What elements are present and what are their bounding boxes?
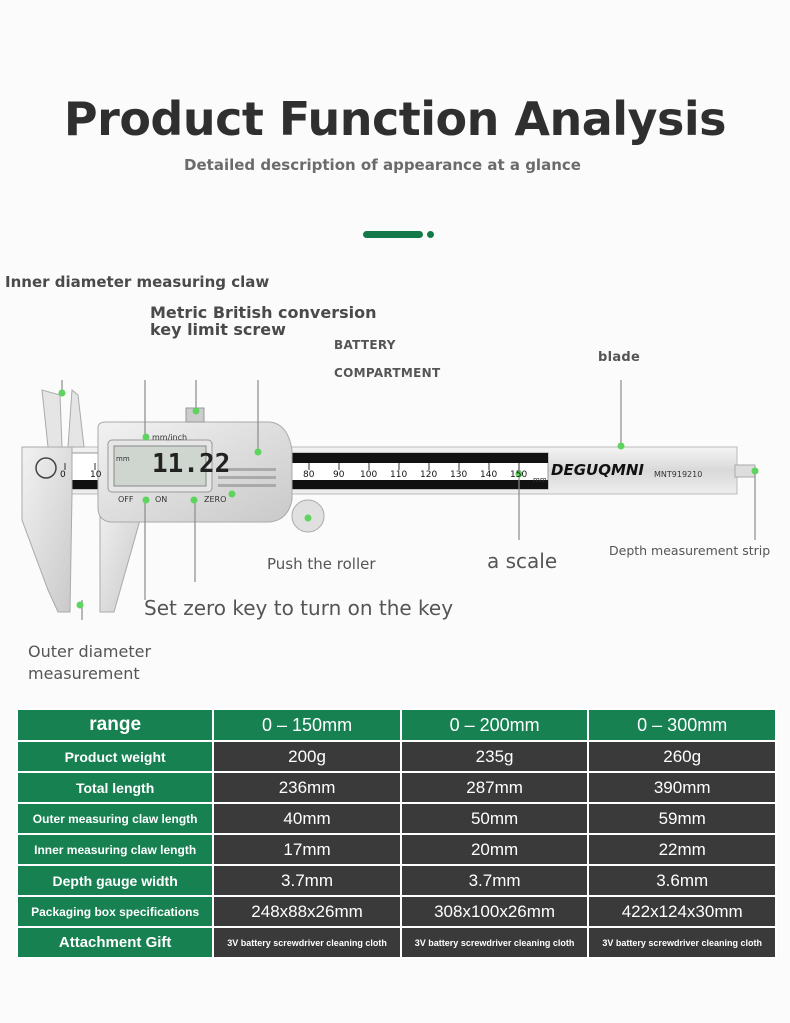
cell: 3.6mm: [587, 864, 777, 897]
scale-tick: 80: [303, 470, 315, 480]
cell: 3.7mm: [399, 864, 590, 897]
scale-tick: 150: [510, 470, 528, 480]
model-number: MNT919210: [654, 470, 703, 479]
row-label: Depth gauge width: [15, 864, 215, 897]
cell: 235g: [399, 740, 590, 773]
caliper-illustration: [21, 380, 759, 620]
label-scale: a scale: [487, 549, 558, 573]
scale-tick: 130: [450, 470, 468, 480]
table-row: Total length 236mm 287mm 390mm: [15, 771, 777, 804]
header-range: range: [15, 708, 215, 742]
table-row: Packaging box specifications 248x88x26mm…: [15, 895, 777, 928]
label-metric-line1: Metric British conversion: [150, 303, 377, 322]
scale-tick: 110: [390, 470, 408, 480]
cell: 40mm: [212, 802, 402, 835]
row-label: Inner measuring claw length: [15, 833, 215, 866]
label-inner-claw: Inner diameter measuring claw: [5, 273, 270, 291]
label-zero-key: Set zero key to turn on the key: [144, 596, 454, 620]
cell: 22mm: [587, 833, 777, 866]
row-label: Packaging box specifications: [15, 895, 215, 928]
cell: 3V battery screwdriver cleaning cloth: [212, 926, 402, 959]
row-label: Outer measuring claw length: [15, 802, 215, 835]
cell: 422x124x30mm: [587, 895, 777, 928]
scale-tick: 120: [420, 470, 438, 480]
cell: 287mm: [399, 771, 590, 804]
label-push-roller: Push the roller: [267, 555, 376, 573]
row-label: Total length: [15, 771, 215, 804]
cell: 248x88x26mm: [212, 895, 402, 928]
brand-logo-text: DEGUQMNI: [551, 461, 645, 479]
label-battery-line2: COMPARTMENT: [334, 366, 441, 380]
off-button[interactable]: OFF: [118, 495, 134, 504]
table-row: Attachment Gift 3V battery screwdriver c…: [15, 926, 777, 959]
page-subtitle: Detailed description of appearance at a …: [184, 156, 581, 174]
specs-header-row: range 0 – 150mm 0 – 200mm 0 – 300mm: [15, 708, 777, 742]
scale-tick: 10: [90, 470, 102, 480]
cell: 3V battery screwdriver cleaning cloth: [399, 926, 590, 959]
cell: 3.7mm: [212, 864, 402, 897]
table-row: Product weight 200g 235g 260g: [15, 740, 777, 773]
table-row: Outer measuring claw length 40mm 50mm 59…: [15, 802, 777, 835]
cell: 50mm: [399, 802, 590, 835]
lcd-display: 11.22: [152, 449, 231, 479]
row-label: Attachment Gift: [15, 926, 215, 959]
unit-toggle-button[interactable]: mm/inch: [152, 433, 188, 442]
zero-button[interactable]: ZERO: [204, 495, 227, 504]
table-row: Depth gauge width 3.7mm 3.7mm 3.6mm: [15, 864, 777, 897]
row-label: Product weight: [15, 740, 215, 773]
header-col: 0 – 200mm: [399, 708, 590, 742]
scale-tick: 90: [333, 470, 345, 480]
cell: 200g: [212, 740, 402, 773]
cell: 3V battery screwdriver cleaning cloth: [587, 926, 777, 959]
label-battery-line1: BATTERY: [334, 338, 396, 352]
table-row: Inner measuring claw length 17mm 20mm 22…: [15, 833, 777, 866]
header-col: 0 – 300mm: [587, 708, 777, 742]
cell: 20mm: [399, 833, 590, 866]
header-col: 0 – 150mm: [212, 708, 402, 742]
label-blade: blade: [598, 350, 641, 365]
cell: 17mm: [212, 833, 402, 866]
scale-unit: mm: [533, 476, 547, 484]
decorative-dot: [427, 231, 434, 238]
scale-tick: 140: [480, 470, 498, 480]
scale-tick: 0: [60, 470, 66, 480]
label-depth-strip: Depth measurement strip: [609, 543, 771, 558]
label-outer-line2: measurement: [28, 664, 140, 683]
cell: 390mm: [587, 771, 777, 804]
label-outer-line1: Outer diameter: [28, 642, 152, 661]
page-title: Product Function Analysis: [63, 92, 727, 146]
label-metric-line2: key limit screw: [150, 320, 286, 339]
cell: 59mm: [587, 802, 777, 835]
lcd-unit: mm: [116, 455, 130, 463]
cell: 236mm: [212, 771, 402, 804]
decorative-bar: [363, 231, 423, 238]
specs-table: range 0 – 150mm 0 – 200mm 0 – 300mm Prod…: [15, 708, 777, 959]
cell: 308x100x26mm: [399, 895, 590, 928]
cell: 260g: [587, 740, 777, 773]
on-button[interactable]: ON: [155, 495, 168, 504]
scale-tick: 100: [360, 470, 378, 480]
